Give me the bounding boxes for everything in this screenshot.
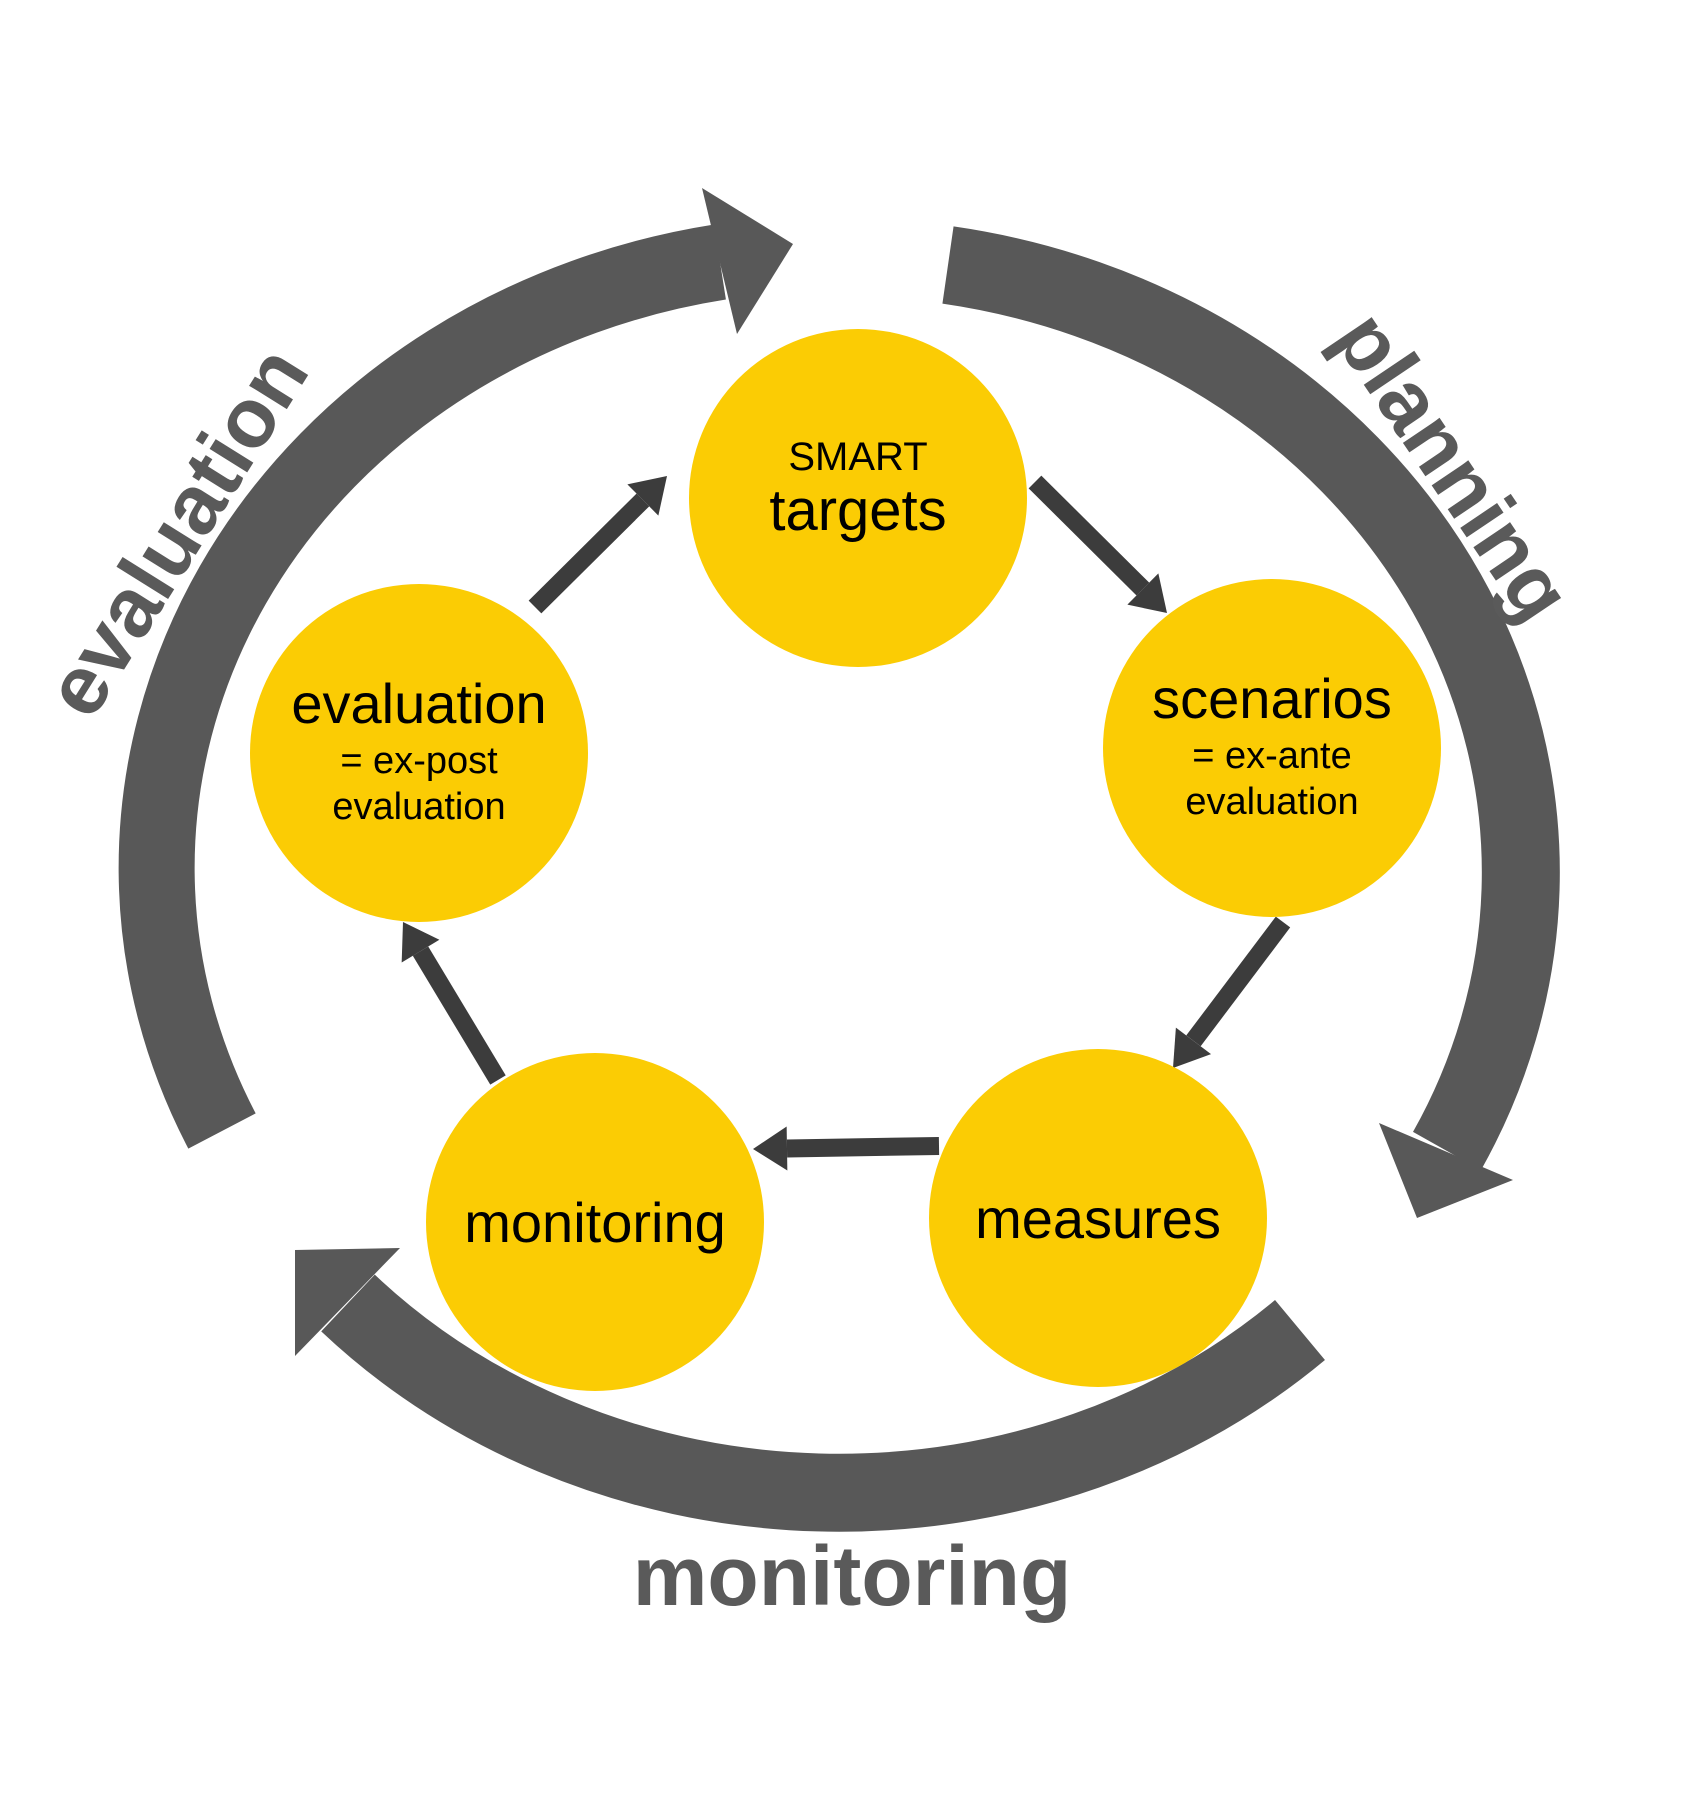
flow-arrowhead-icon (753, 1126, 788, 1171)
node-label-line: evaluation (1185, 781, 1358, 823)
node-label-line: = ex-ante (1192, 735, 1352, 777)
node-label-line: scenarios (1152, 667, 1392, 730)
node-label-line: = ex-post (340, 740, 498, 782)
phase-arrow-monitoring (295, 1248, 1325, 1532)
phase-label-monitoring: monitoring (633, 1529, 1072, 1623)
phase-arrow-planning (942, 226, 1560, 1218)
flow-arrow-shaft (786, 1137, 940, 1158)
node-label-line: targets (769, 478, 946, 543)
node-circle (1103, 579, 1441, 917)
node-scenarios: scenarios = ex-ante evaluation (1103, 579, 1441, 917)
node-circle (689, 329, 1027, 667)
planning-arrowhead-icon (1379, 1123, 1513, 1218)
flow-arrow-measures-to-monitoring (753, 1126, 940, 1171)
flow-arrowhead-icon (401, 922, 440, 963)
node-label-line: evaluation (332, 786, 505, 828)
node-circle (426, 1053, 764, 1391)
phase-arrow-evaluation (118, 188, 793, 1149)
flow-arrow-targets-to-scenarios (1028, 475, 1167, 613)
flow-arrowhead-icon (627, 476, 667, 516)
flow-arrow-scenarios-to-measures (1173, 916, 1291, 1068)
node-label-line: SMART (788, 435, 927, 479)
evaluation-arc (118, 224, 726, 1149)
flow-arrowhead-icon (1127, 573, 1167, 613)
node-label-line: evaluation (291, 672, 546, 735)
evaluation-arrowhead-icon (702, 188, 793, 334)
flow-arrowhead-icon (1173, 1027, 1212, 1068)
node-smart-targets: SMART targets (689, 329, 1027, 667)
node-measures: measures (929, 1049, 1267, 1387)
node-circle (250, 584, 588, 922)
flow-arrow-monitoring-to-evaluation (401, 922, 506, 1085)
node-label-line: monitoring (464, 1191, 725, 1254)
node-evaluation: evaluation = ex-post evaluation (250, 584, 588, 922)
monitoring-arrowhead-icon (295, 1248, 400, 1356)
planning-arc (942, 226, 1560, 1171)
node-monitoring: monitoring (426, 1053, 764, 1391)
node-label-line: measures (975, 1187, 1221, 1250)
flow-arrow-shaft (528, 493, 650, 614)
flow-arrow-shaft (1186, 916, 1291, 1047)
flow-arrow-shaft (412, 946, 506, 1085)
monitoring-arc (321, 1274, 1325, 1532)
node-circle (929, 1049, 1267, 1387)
flow-arrow-evaluation-to-targets (528, 476, 667, 614)
flow-arrow-shaft (1028, 475, 1150, 596)
